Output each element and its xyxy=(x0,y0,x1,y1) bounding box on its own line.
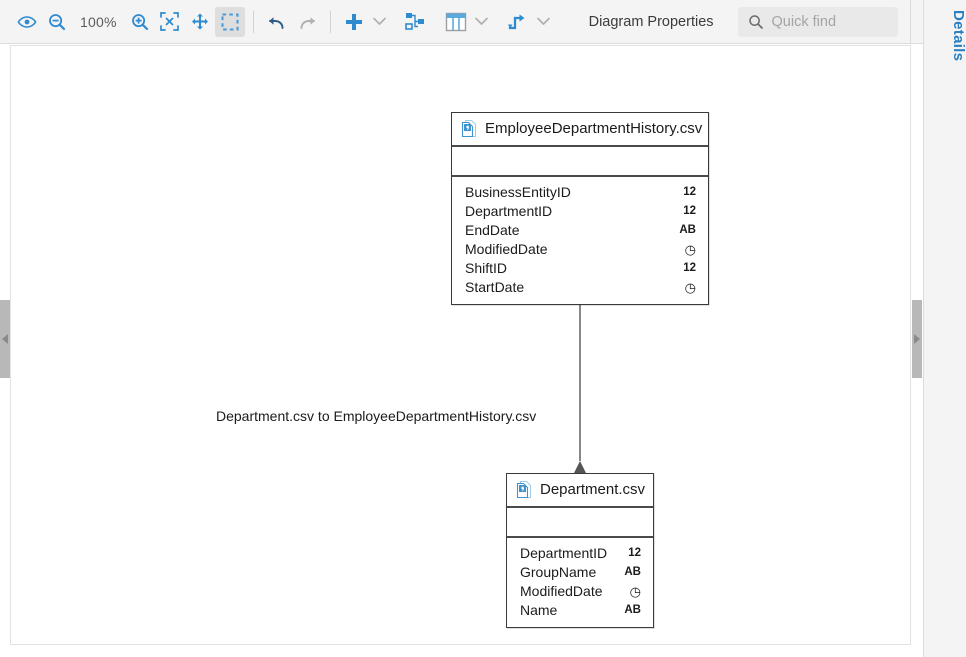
entity-employee-department-history[interactable]: EmployeeDepartmentHistory.csv BusinessEn… xyxy=(451,112,709,305)
quick-find-placeholder: Quick find xyxy=(771,13,837,30)
quick-find-input[interactable]: Quick find xyxy=(737,6,898,37)
table-display-dropdown-chevron-down-icon[interactable] xyxy=(471,7,493,37)
column-row[interactable]: DepartmentID 12 xyxy=(452,202,708,221)
entity-columns-list: BusinessEntityID 12 DepartmentID 12 EndD… xyxy=(452,177,708,304)
entity-columns-list: DepartmentID 12 GroupName AB ModifiedDat… xyxy=(507,538,653,627)
toolbar-separator-1 xyxy=(252,10,254,33)
table-display-icon[interactable] xyxy=(441,7,471,37)
zoom-out-icon[interactable] xyxy=(42,7,72,37)
column-type-text-icon: AB xyxy=(679,224,696,236)
undo-icon[interactable] xyxy=(262,7,292,37)
column-name: ShiftID xyxy=(465,260,508,276)
details-panel-tab: Details xyxy=(923,0,966,657)
right-panel-splitter[interactable] xyxy=(912,300,922,378)
rubber-band-select-icon[interactable] xyxy=(214,6,245,37)
column-name: BusinessEntityID xyxy=(465,184,571,200)
add-dropdown-chevron-down-icon[interactable] xyxy=(369,7,391,37)
column-type-integer-icon: 12 xyxy=(683,205,696,217)
toolbar: 100% xyxy=(0,0,923,44)
column-row[interactable]: EndDate AB xyxy=(452,221,708,240)
diagram-properties-button[interactable]: Diagram Properties xyxy=(588,13,714,30)
chevron-left-icon xyxy=(2,334,8,344)
search-icon xyxy=(748,14,764,30)
chevron-right-icon xyxy=(914,334,920,344)
column-type-datetime-icon: ◷ xyxy=(684,280,696,295)
diagram-canvas[interactable]: Department.csv to EmployeeDepartmentHist… xyxy=(10,45,911,645)
column-name: ModifiedDate xyxy=(465,241,548,257)
csv-file-icon xyxy=(461,119,478,138)
auto-layout-icon[interactable] xyxy=(401,7,431,37)
column-name: Name xyxy=(520,602,558,618)
column-row[interactable]: GroupName AB xyxy=(507,563,653,582)
column-name: DepartmentID xyxy=(465,203,553,219)
column-row[interactable]: Name AB xyxy=(507,601,653,620)
entity-department[interactable]: Department.csv DepartmentID 12 GroupName… xyxy=(506,473,654,628)
column-type-datetime-icon: ◷ xyxy=(684,242,696,257)
toolbar-separator-3 xyxy=(909,0,911,44)
zoom-level[interactable]: 100% xyxy=(80,13,117,30)
column-name: DepartmentID xyxy=(520,545,608,561)
column-type-integer-icon: 12 xyxy=(683,262,696,274)
entity-title: EmployeeDepartmentHistory.csv xyxy=(485,120,703,137)
left-panel-splitter[interactable] xyxy=(0,300,10,378)
details-tab-label[interactable]: Details xyxy=(950,10,966,62)
entity-keys-compartment xyxy=(507,508,653,538)
column-row[interactable]: ModifiedDate ◷ xyxy=(507,582,653,601)
column-row[interactable]: StartDate ◷ xyxy=(452,278,708,297)
entity-header: Department.csv xyxy=(507,474,653,508)
column-type-text-icon: AB xyxy=(624,566,641,578)
add-icon[interactable] xyxy=(339,7,369,37)
preview-eye-icon[interactable] xyxy=(12,7,42,37)
entity-header: EmployeeDepartmentHistory.csv xyxy=(452,113,708,147)
column-name: EndDate xyxy=(465,222,520,238)
fit-to-screen-icon[interactable] xyxy=(155,7,185,37)
column-row[interactable]: ModifiedDate ◷ xyxy=(452,240,708,259)
line-routing-dropdown-chevron-down-icon[interactable] xyxy=(533,7,555,37)
column-type-integer-icon: 12 xyxy=(628,547,641,559)
column-row[interactable]: BusinessEntityID 12 xyxy=(452,183,708,202)
column-row[interactable]: DepartmentID 12 xyxy=(507,544,653,563)
column-type-datetime-icon: ◷ xyxy=(629,584,641,599)
relationship-label[interactable]: Department.csv to EmployeeDepartmentHist… xyxy=(216,408,537,424)
entity-title: Department.csv xyxy=(540,481,646,498)
column-name: GroupName xyxy=(520,564,597,580)
entity-keys-compartment xyxy=(452,147,708,177)
line-routing-icon[interactable] xyxy=(503,7,533,37)
redo-icon[interactable] xyxy=(292,7,322,37)
column-row[interactable]: ShiftID 12 xyxy=(452,259,708,278)
column-type-text-icon: AB xyxy=(624,604,641,616)
zoom-in-icon[interactable] xyxy=(125,7,155,37)
column-name: StartDate xyxy=(465,279,525,295)
column-name: ModifiedDate xyxy=(520,583,603,599)
pan-tool-icon[interactable] xyxy=(185,7,215,37)
csv-file-icon xyxy=(516,480,533,499)
toolbar-separator-2 xyxy=(329,10,331,33)
column-type-integer-icon: 12 xyxy=(683,186,696,198)
